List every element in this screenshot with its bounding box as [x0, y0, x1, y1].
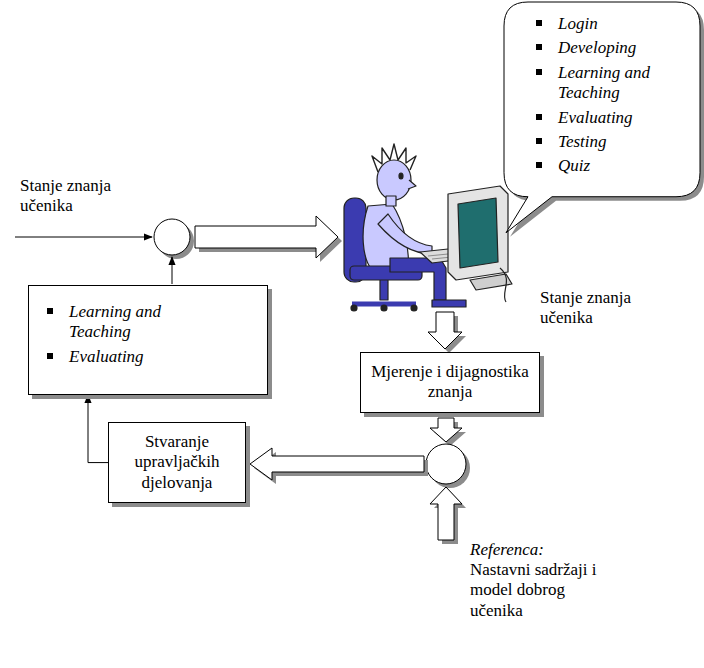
sum-circle: [154, 219, 190, 255]
bullet-mark: [536, 162, 542, 168]
bullet-mark: [47, 308, 53, 314]
reference-label: Referenca:: [470, 540, 670, 560]
bullet-text: Quiz: [558, 156, 676, 176]
process-box: Mjerenje i dijagnostika znanja: [360, 352, 540, 413]
box-text: Mjerenje i dijagnostika znanja: [371, 362, 529, 403]
bullet-mark: [536, 114, 542, 120]
block-arrow-left: [250, 448, 428, 484]
bullet-row: Login: [536, 14, 690, 34]
block-arrow-down: [430, 418, 466, 446]
bubble-border: [504, 2, 700, 233]
bullet-mark: [536, 69, 542, 75]
bullet-text: Evaluating: [69, 347, 187, 367]
input-line: [15, 237, 152, 238]
speech-bubble: LoginDevelopingLearning and TeachingEval…: [504, 2, 700, 197]
bullet-text: Developing: [558, 38, 676, 58]
block-arrow-right: [195, 216, 342, 262]
bullet-text: Login: [558, 14, 676, 34]
state-label: Stanje znanja učenika: [540, 288, 660, 329]
bullet-mark: [536, 44, 542, 50]
bullet-row: Evaluating: [47, 347, 255, 367]
feedback-line: [172, 257, 173, 284]
bullet-row: Developing: [536, 38, 690, 58]
bullet-row: Evaluating: [536, 108, 690, 128]
bullet-text: Learning and Teaching: [558, 63, 676, 104]
bullet-text: Testing: [558, 132, 676, 152]
box-text: Stvaranje upravljačkih djelovanja: [119, 432, 235, 493]
state-label: Stanje znanja učenika: [20, 176, 132, 217]
bullet-mark: [47, 353, 53, 359]
bullet-mark: [536, 138, 542, 144]
connector-arrow: [88, 395, 108, 463]
process-box: Stvaranje upravljačkih djelovanja: [108, 422, 246, 503]
bullet-text: Evaluating: [558, 108, 676, 128]
block-arrow-up: [430, 487, 466, 544]
learner-illustration: [344, 144, 512, 311]
bullet-mark: [536, 20, 542, 26]
block-arrow-down: [428, 312, 466, 353]
bullet-row: Learning and Teaching: [47, 302, 255, 343]
bullet-row: Quiz: [536, 156, 690, 176]
reference-text: Nastavni sadržaji i model dobrog učenika: [470, 560, 620, 621]
control-box: Learning and TeachingEvaluating: [28, 285, 268, 395]
comparator-circle: [426, 444, 466, 484]
bullet-row: Testing: [536, 132, 690, 152]
bullet-text: Learning and Teaching: [69, 302, 187, 343]
bullet-row: Learning and Teaching: [536, 63, 690, 104]
